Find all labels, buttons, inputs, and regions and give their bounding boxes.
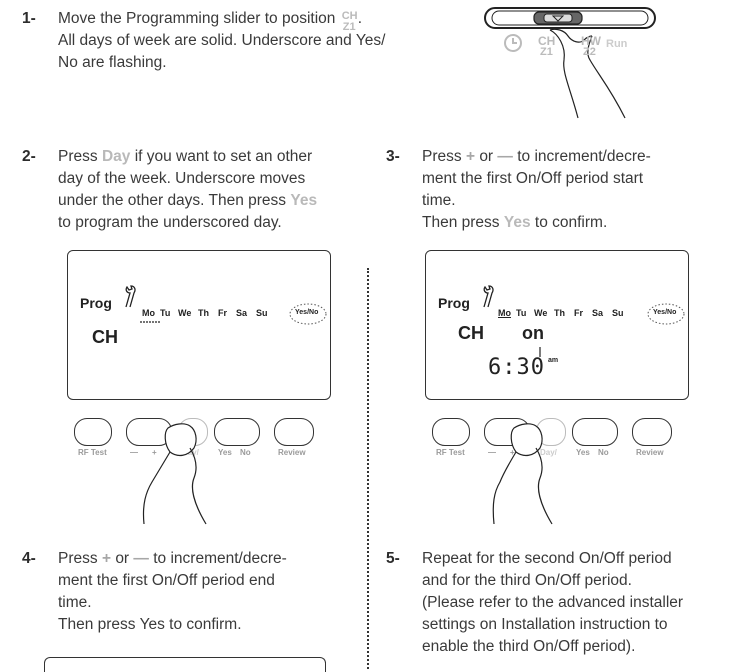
rf-test-label: RF Test — [78, 448, 107, 457]
day-sa: Sa — [592, 308, 604, 318]
wrench-icon — [483, 285, 494, 308]
lcd-display-right: Prog Mo Tu We Th Fr Sa Su CH on 6:30 am … — [425, 250, 689, 400]
yes-no-flashing: Yes/No — [646, 301, 686, 327]
step-text-line: (Please refer to the advanced installer — [422, 594, 684, 611]
step-text-line: Press + or — to increment/decre- — [58, 550, 287, 567]
plus-label: + — [510, 448, 515, 457]
minus-plus-button[interactable] — [126, 418, 172, 446]
yes-no-button[interactable] — [214, 418, 260, 446]
review-label: Review — [278, 448, 306, 457]
hand-pointer-icon — [492, 423, 553, 525]
day-mo: Mo — [142, 308, 155, 318]
day-we: We — [178, 308, 192, 318]
minus-key-label: — — [133, 550, 149, 567]
hand-pointer-icon — [142, 423, 207, 525]
day-label: Day/ — [540, 448, 557, 457]
rf-test-label: RF Test — [436, 448, 465, 457]
rf-test-button[interactable] — [74, 418, 112, 446]
step-text-line: No are flashing. — [58, 54, 167, 71]
day-tu: Tu — [160, 308, 171, 318]
day-we: We — [534, 308, 548, 318]
plus-key-label: + — [465, 148, 475, 165]
step-number: 4- — [22, 550, 36, 567]
review-label: Review — [636, 448, 664, 457]
prog-label: Prog — [80, 295, 112, 311]
day-su: Su — [612, 308, 624, 318]
yes-key-label: Yes — [503, 214, 531, 231]
plus-key-label: + — [101, 550, 111, 567]
minus-label: — — [488, 448, 496, 457]
time-readout: 6:30 — [488, 355, 545, 380]
ch-label: CH — [92, 327, 118, 347]
step-text-line: All days of week are solid. Underscore a… — [58, 32, 386, 49]
step-1: 1- Move the Programming slider to positi… — [22, 8, 442, 78]
step-text-line: Repeat for the second On/Off period — [422, 550, 672, 567]
day-fr: Fr — [218, 308, 227, 318]
step-2: 2- Press Day if you want to set an other… — [22, 146, 362, 236]
day-label: Day/ — [182, 448, 199, 457]
step-number: 1- — [22, 10, 36, 27]
step-number: 5- — [386, 550, 400, 567]
button-row-right: RF Test — + Day/ Yes No Review — [432, 418, 702, 528]
step-text-line: under the other days. Then press Yes — [58, 192, 318, 209]
slider-drawing — [484, 7, 656, 119]
step-text-line: Press + or — to increment/decre- — [422, 148, 651, 165]
minus-key-label: — — [497, 148, 513, 165]
day-th: Th — [198, 308, 209, 318]
yes-key-label: Yes — [290, 192, 318, 209]
period-marker — [539, 347, 541, 357]
day-su: Su — [256, 308, 268, 318]
review-button[interactable] — [274, 418, 314, 446]
step-text-line: enable the third On/Off period). — [422, 638, 636, 655]
wrench-icon — [125, 285, 136, 308]
step-text-line: Then press Yes to confirm. — [422, 214, 608, 231]
prog-label: Prog — [438, 295, 470, 311]
yes-no-flashing: Yes/No — [288, 301, 328, 327]
step-text-line: Move the Programming slider to position … — [58, 10, 363, 33]
yes-label: Yes — [576, 448, 590, 457]
step-text-line: Then press Yes to confirm. — [58, 616, 242, 633]
no-label: No — [598, 448, 609, 457]
rf-test-button[interactable] — [432, 418, 470, 446]
column-divider — [367, 268, 369, 669]
minus-label: — — [130, 448, 138, 457]
day-key-label: Day — [101, 148, 131, 165]
step-text-line: time. — [422, 192, 456, 209]
plus-label: + — [152, 448, 157, 457]
step-text-line: day of the week. Underscore moves — [58, 170, 306, 187]
step-5: 5- Repeat for the second On/Off period a… — [386, 548, 736, 660]
day-sa: Sa — [236, 308, 248, 318]
step-text-line: and for the third On/Off period. — [422, 572, 632, 589]
no-label: No — [240, 448, 251, 457]
yes-no-button[interactable] — [572, 418, 618, 446]
step-3: 3- Press + or — to increment/decre- ment… — [386, 146, 736, 236]
day-mo: Mo — [498, 308, 511, 318]
programming-slider-figure: CH Z1 HW Z2 Run — [480, 0, 680, 120]
step-text-line: ment the first On/Off period end — [58, 572, 275, 589]
lcd-display-left: Prog Mo Tu We Th Fr Sa Su CH Yes/No — [67, 250, 331, 400]
on-label: on — [522, 323, 544, 343]
review-button[interactable] — [632, 418, 672, 446]
step-text-line: ment the first On/Off period start — [422, 170, 644, 187]
next-display-top-edge — [44, 657, 326, 672]
button-row-left: RF Test — + Day/ Yes No Review — [74, 418, 344, 528]
step-text-line: settings on Installation instruction to — [422, 616, 668, 633]
am-pm-label: am — [548, 357, 559, 364]
yes-label: Yes — [218, 448, 232, 457]
step-4: 4- Press + or — to increment/decre- ment… — [22, 548, 362, 638]
day-fr: Fr — [574, 308, 583, 318]
step-text-line: to program the underscored day. — [58, 214, 282, 231]
day-tu: Tu — [516, 308, 527, 318]
step-text-line: Press Day if you want to set an other — [58, 148, 313, 165]
day-th: Th — [554, 308, 565, 318]
ch-label: CH — [458, 323, 484, 343]
flashing-underscore — [140, 321, 160, 323]
step-text-line: time. — [58, 594, 92, 611]
step-number: 3- — [386, 148, 400, 165]
ch-z1-position: CH Z1 — [341, 10, 358, 33]
step-number: 2- — [22, 148, 36, 165]
